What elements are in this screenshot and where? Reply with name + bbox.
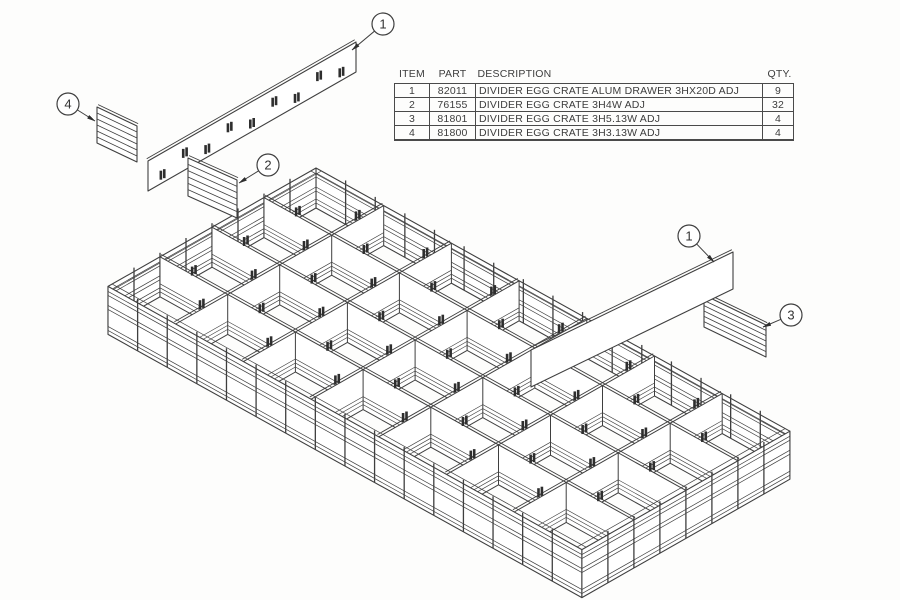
cell-qty: 4 [762, 111, 794, 126]
exploded-divider-3h4w [187, 155, 239, 219]
cell-item: 4 [394, 125, 430, 141]
cell-item: 1 [394, 83, 430, 98]
header-description: DESCRIPTION [477, 68, 552, 80]
callout-balloon-3: 3 [762, 303, 803, 328]
callout-label: 2 [264, 158, 271, 173]
callout-label: 1 [379, 17, 386, 32]
exploded-divider-3h5w [703, 292, 768, 358]
cell-description: DIVIDER EGG CRATE ALUM DRAWER 3HX20D ADJ [475, 83, 763, 98]
cell-part: 76155 [429, 97, 476, 112]
callout-circle [779, 303, 803, 327]
cell-part: 81800 [429, 125, 476, 141]
cell-part: 82011 [429, 83, 476, 98]
callout-balloon-1: 1 [351, 12, 395, 51]
header-qty: QTY. [767, 68, 792, 80]
cell-description: DIVIDER EGG CRATE 3H4W ADJ [475, 97, 763, 112]
cell-qty: 32 [762, 97, 794, 112]
callout-balloon-2: 2 [238, 153, 280, 184]
cell-part: 81801 [429, 111, 476, 126]
callout-balloon-1: 1 [677, 224, 715, 263]
cell-description: DIVIDER EGG CRATE 3H3.13W ADJ [475, 125, 763, 141]
exploded-long-divider-top [146, 39, 357, 192]
egg-crate-drawer-assembly [107, 167, 791, 599]
cell-description: DIVIDER EGG CRATE 3H5.13W ADJ [475, 111, 763, 126]
cell-item: 2 [394, 97, 430, 112]
callout-circle [371, 12, 395, 36]
header-item: ITEM [399, 68, 425, 80]
exploded-divider-3h3w [96, 104, 139, 163]
cell-qty: 4 [762, 125, 794, 141]
callout-circle [56, 92, 80, 116]
cell-item: 3 [394, 111, 430, 126]
callout-balloon-4: 4 [56, 92, 96, 122]
callout-label: 3 [787, 308, 794, 323]
header-part: PART [438, 68, 467, 80]
cell-qty: 9 [762, 83, 794, 98]
callout-circle [256, 153, 280, 177]
exploded-long-divider-right [529, 249, 734, 388]
parts-table-header-row: ITEM PART DESCRIPTION QTY. [395, 68, 794, 84]
callout-circle [677, 224, 701, 248]
callout-label: 4 [64, 97, 71, 112]
callout-label: 1 [685, 229, 692, 244]
